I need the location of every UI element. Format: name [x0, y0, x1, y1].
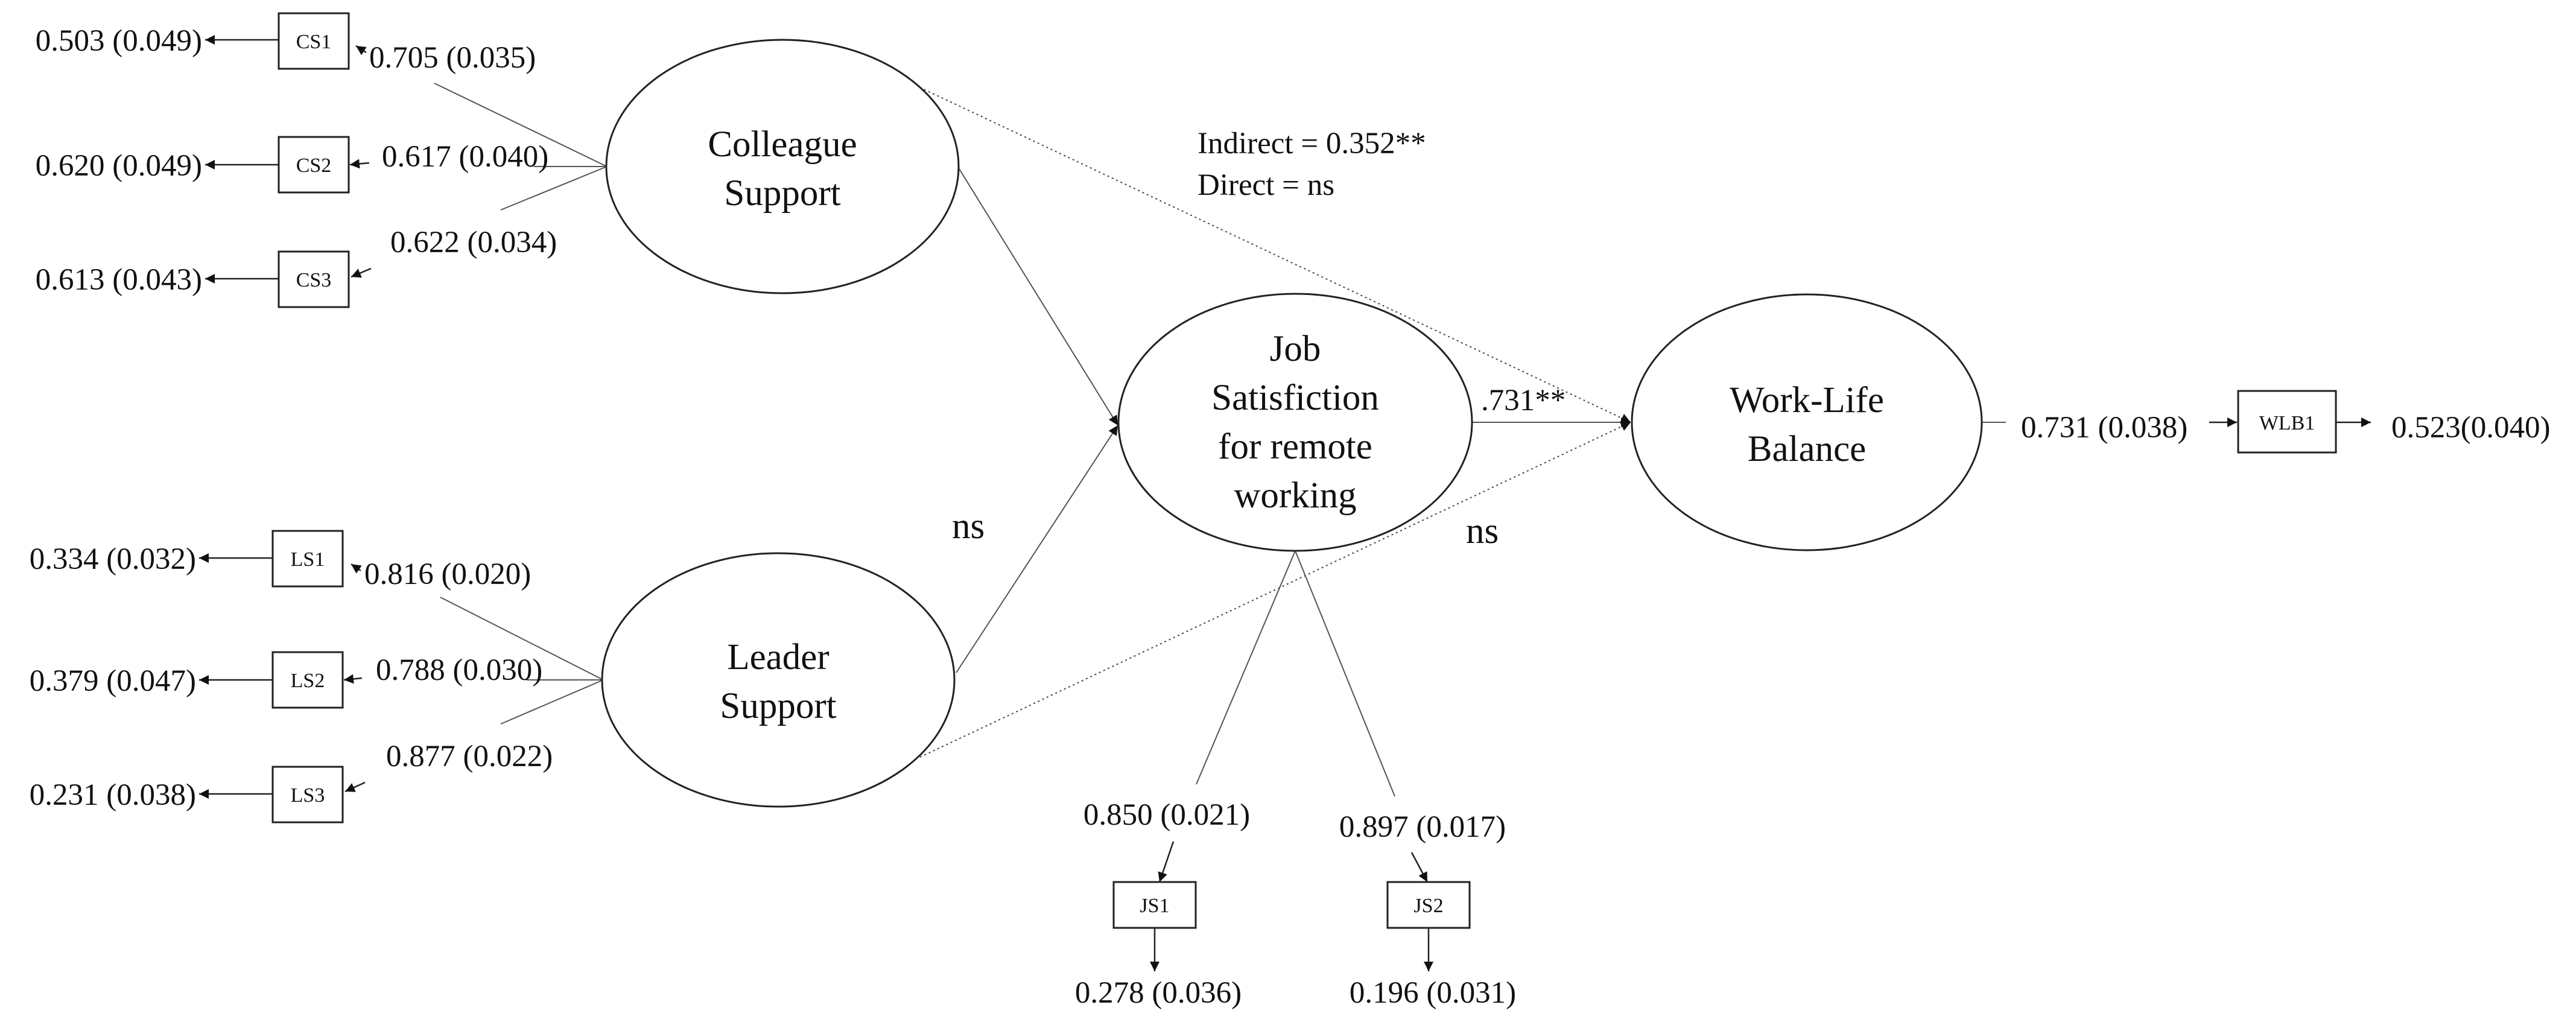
latent-label-colleague-support-2: Support [724, 173, 840, 214]
leader-support-block: LS1 LS2 LS3 0.334 (0.032) 0.379 (0.047) … [30, 530, 604, 823]
latent-colleague-support [605, 39, 960, 294]
indirect-path-colleague-to-work-life-balance [910, 83, 1631, 423]
structural-paths [910, 83, 1631, 758]
indicator-label-js2: JS2 [1413, 895, 1443, 917]
error-variance-js1: 0.278 (0.036) [1075, 976, 1242, 1010]
latent-label-leader-support-1: Leader [727, 637, 829, 678]
error-variance-wlb1: 0.523(0.040) [2391, 411, 2550, 445]
latent-label-job-satisfaction-4: working [1234, 475, 1356, 516]
loading-cs1: 0.705 (0.035) [369, 41, 536, 75]
loading-js2: 0.897 (0.017) [1339, 810, 1506, 844]
latent-leader-support [601, 552, 956, 808]
indicator-label-cs2: CS2 [296, 154, 332, 177]
error-variance-cs1: 0.503 (0.049) [36, 24, 202, 58]
loading-cs3: 0.622 (0.034) [390, 226, 557, 259]
indicator-label-js1: JS1 [1140, 895, 1169, 917]
path-leader-to-work-life-balance [919, 422, 1631, 758]
work-life-balance-block: WLB1 0.731 (0.038) 0.523(0.040) [1982, 390, 2550, 454]
path-label-job-satisfaction-to-work-life-balance: .731** [1481, 384, 1566, 417]
error-variance-ls3: 0.231 (0.038) [30, 778, 196, 812]
indicator-box-cs2 [278, 136, 350, 194]
path-leader-to-job-satisfaction [956, 425, 1118, 673]
indicator-label-ls2: LS2 [291, 670, 325, 692]
error-variance-cs2: 0.620 (0.049) [36, 149, 202, 183]
loading-ls2: 0.788 (0.030) [376, 653, 542, 687]
loading-js1: 0.850 (0.021) [1083, 798, 1250, 832]
path-colleague-to-job-satisfaction [959, 168, 1118, 426]
indicator-box-cs3 [278, 250, 350, 308]
loading-cs2: 0.617 (0.040) [382, 140, 548, 174]
loading-ls1: 0.816 (0.020) [364, 557, 531, 591]
indicator-label-cs3: CS3 [296, 269, 332, 291]
loading-ls3: 0.877 (0.022) [386, 740, 553, 773]
latent-label-colleague-support-1: Colleague [708, 124, 857, 165]
latent-label-work-life-balance-2: Balance [1748, 429, 1866, 469]
indicator-box-cs1 [278, 12, 350, 70]
direct-effect-label: Direct = ns [1198, 168, 1334, 202]
loading-wlb1: 0.731 (0.038) [2021, 411, 2187, 445]
indicator-label-wlb1: WLB1 [2259, 412, 2315, 434]
error-variance-cs3: 0.613 (0.043) [36, 263, 202, 297]
error-variance-ls1: 0.334 (0.032) [30, 542, 196, 576]
latent-label-work-life-balance-1: Work-Life [1730, 380, 1884, 420]
latent-label-job-satisfaction-1: Job [1270, 329, 1321, 369]
error-variance-ls2: 0.379 (0.047) [30, 664, 196, 698]
latent-work-life-balance [1631, 293, 1983, 551]
path-label-leader-to-work-life-balance: ns [1466, 511, 1499, 551]
indicator-box-ls2 [271, 651, 344, 709]
colleague-support-block: CS1 CS2 CS3 0.503 (0.049) 0.620 (0.049) … [36, 12, 608, 308]
path-label-leader-to-job-satisfaction: ns [952, 506, 985, 547]
indicator-box-ls3 [271, 766, 344, 823]
indicator-label-ls1: LS1 [291, 548, 325, 571]
latent-label-job-satisfaction-2: Satisfiction [1211, 378, 1379, 418]
indicator-box-js2 [1386, 881, 1471, 929]
latent-job-satisfaction [1117, 293, 1473, 552]
indirect-effect-label: Indirect = 0.352** [1198, 127, 1426, 160]
indicator-label-cs1: CS1 [296, 31, 332, 53]
error-variance-js2: 0.196 (0.031) [1350, 976, 1516, 1010]
latent-label-job-satisfaction-3: for remote [1218, 427, 1372, 467]
job-satisfaction-block: JS1 JS2 0.850 (0.021) 0.897 (0.017) 0.27… [1075, 550, 1516, 1010]
latent-label-leader-support-2: Support [720, 686, 836, 726]
indicator-label-ls3: LS3 [291, 784, 325, 807]
indicator-box-wlb1 [2237, 390, 2337, 454]
indicator-box-ls1 [271, 530, 344, 588]
